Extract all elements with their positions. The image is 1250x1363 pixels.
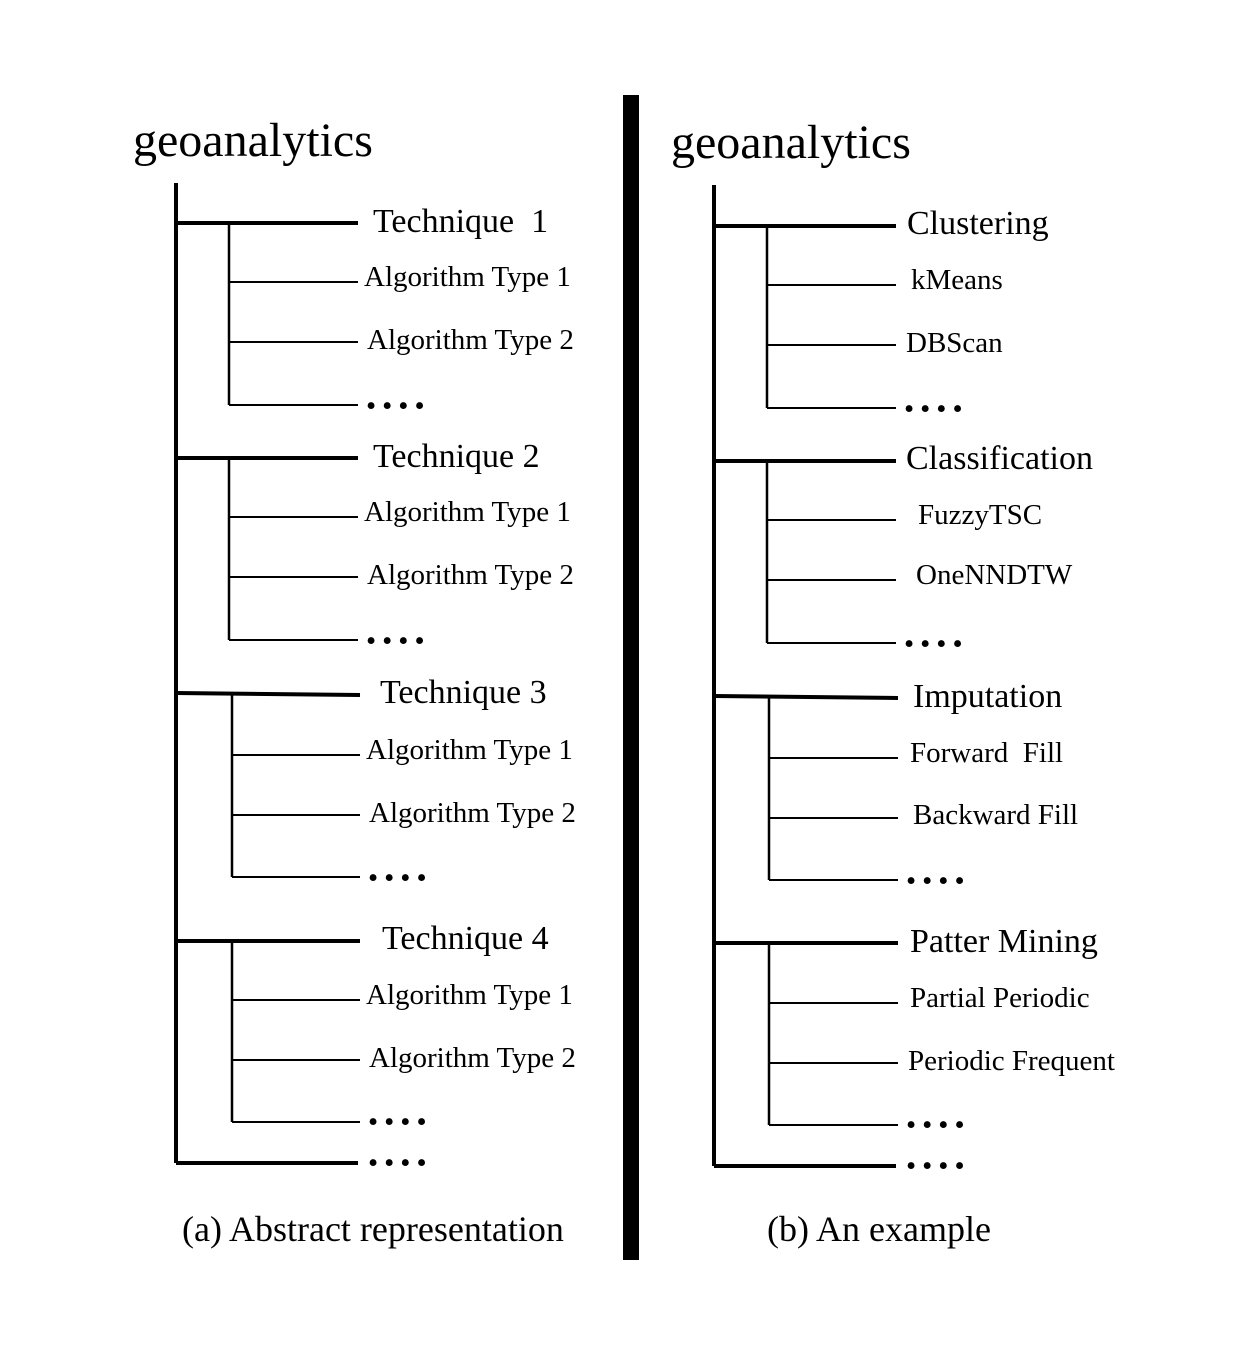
panel-a-caption: (a) Abstract representation bbox=[182, 1209, 564, 1249]
panel-b-technique-2-label: Classification bbox=[906, 440, 1093, 477]
panel-a-technique-3-label: Technique 3 bbox=[380, 674, 547, 711]
panel-b-root-title: geoanalytics bbox=[671, 116, 911, 169]
panel-a-group-1-algo-2-label: Algorithm Type 2 bbox=[367, 324, 574, 356]
panel-b-technique-3-label: Imputation bbox=[913, 678, 1062, 715]
panel-a-group-1-more-dots: •••• bbox=[366, 390, 431, 422]
panel-divider bbox=[623, 95, 639, 1260]
panel-b-group-1-algo-2-label: DBScan bbox=[906, 327, 1003, 359]
panel-b-group-3-algo-2-label: Backward Fill bbox=[913, 799, 1078, 831]
panel-b-group-2-more-dots: •••• bbox=[904, 628, 969, 660]
panel-b-technique-3-branch bbox=[713, 694, 899, 700]
panel-a-group-2-more-dots: •••• bbox=[366, 625, 431, 657]
panel-a-group-3-algo-2-label: Algorithm Type 2 bbox=[369, 797, 576, 829]
panel-a-technique-1-label: Technique 1 bbox=[373, 203, 548, 240]
panel-a-group-4-more-dots: •••• bbox=[368, 1106, 433, 1138]
panel-b-group-3-more-dots: •••• bbox=[906, 865, 971, 897]
panel-b-technique-4-label: Patter Mining bbox=[910, 923, 1098, 960]
panel-a-technique-2-label: Technique 2 bbox=[373, 438, 540, 475]
panel-a-technique-4-label: Technique 4 bbox=[382, 920, 549, 957]
panel-b-group-1-more-dots: •••• bbox=[904, 393, 969, 425]
panel-b-caption: (b) An example bbox=[767, 1209, 991, 1249]
panel-a-technique-3-branch bbox=[175, 691, 361, 697]
panel-abstract: geoanalytics Technique 1 Algorithm Type … bbox=[133, 114, 576, 1249]
panel-b-group-4-algo-1-label: Partial Periodic bbox=[910, 982, 1090, 1014]
panel-a-group-4-algo-2-label: Algorithm Type 2 bbox=[369, 1042, 576, 1074]
panel-b-technique-1-label: Clustering bbox=[907, 205, 1049, 242]
panel-a-root-title: geoanalytics bbox=[133, 114, 373, 167]
panel-b-group-3-algo-1-label: Forward Fill bbox=[910, 737, 1063, 769]
panel-a-group-1-algo-1-label: Algorithm Type 1 bbox=[364, 261, 571, 293]
panel-b-more-dots: •••• bbox=[906, 1150, 971, 1182]
panel-a-group-2-algo-2-label: Algorithm Type 2 bbox=[367, 559, 574, 591]
panel-b-group-2-algo-1-label: FuzzyTSC bbox=[918, 499, 1042, 531]
panel-b-group-4-algo-2-label: Periodic Frequent bbox=[908, 1045, 1115, 1077]
panel-example: geoanalytics Clustering kMeans DBScan ••… bbox=[671, 116, 1115, 1249]
panel-a-group-3-more-dots: •••• bbox=[368, 862, 433, 894]
panel-b-group-1-algo-1-label: kMeans bbox=[911, 264, 1003, 296]
panel-b-group-2-algo-2-label: OneNNDTW bbox=[916, 559, 1073, 591]
panel-a-group-2-algo-1-label: Algorithm Type 1 bbox=[364, 496, 571, 528]
panel-b-group-4-more-dots: •••• bbox=[906, 1109, 971, 1141]
panel-a-group-3-algo-1-label: Algorithm Type 1 bbox=[366, 734, 573, 766]
panel-a-group-4-algo-1-label: Algorithm Type 1 bbox=[366, 979, 573, 1011]
panel-a-more-dots: •••• bbox=[368, 1147, 433, 1179]
